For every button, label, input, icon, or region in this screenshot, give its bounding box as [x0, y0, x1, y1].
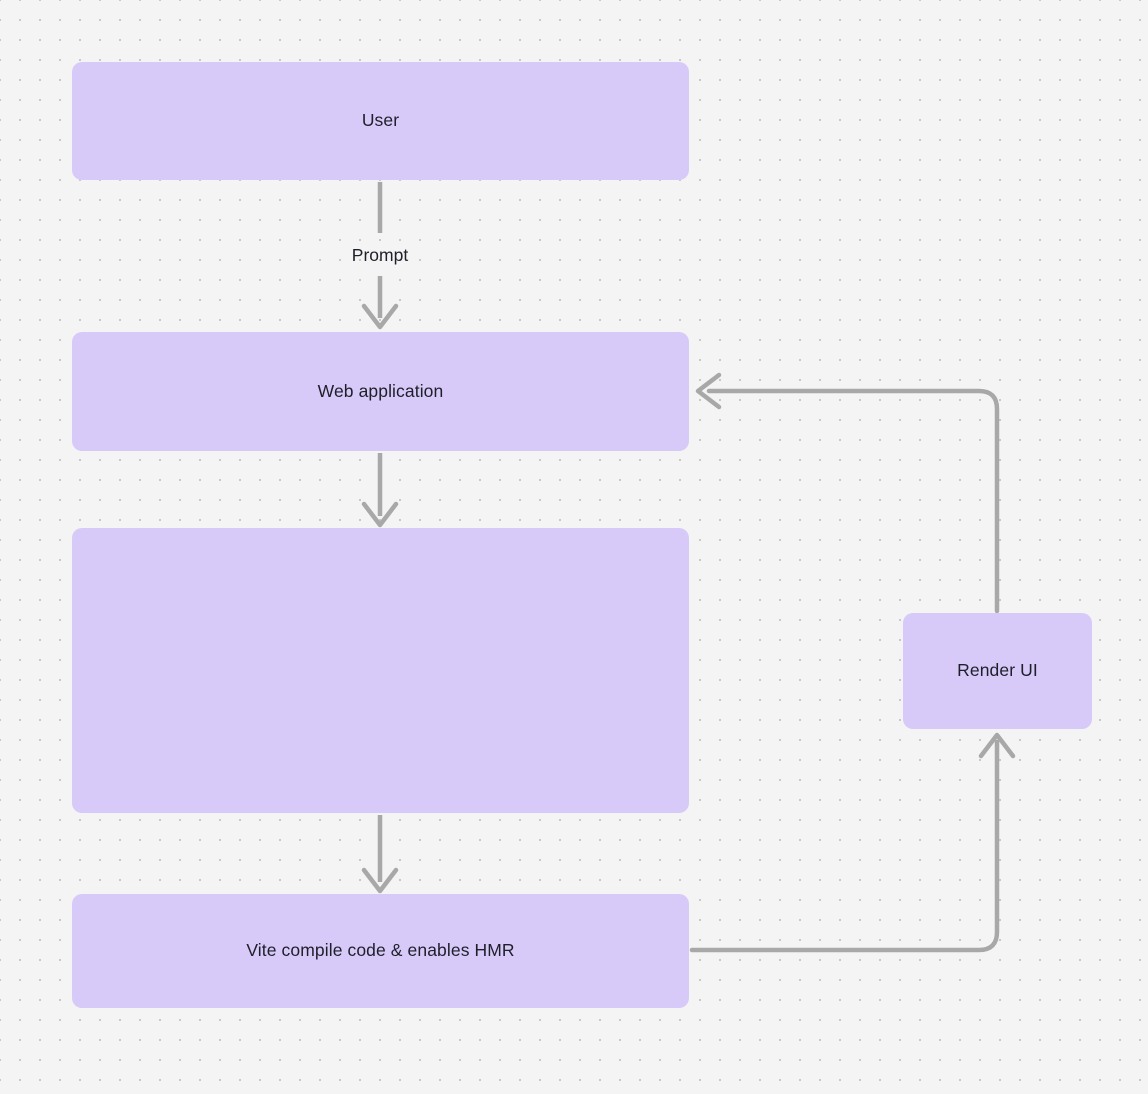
node-vite-label: Vite compile code & enables HMR — [246, 940, 515, 961]
edge-label-prompt: Prompt — [351, 245, 409, 265]
arrowhead-left-icon — [695, 372, 722, 410]
edge-webapp-to-components — [361, 453, 399, 528]
node-user[interactable]: User — [72, 62, 689, 180]
arrowhead-down-icon — [361, 501, 399, 528]
arrowhead-down-icon — [361, 867, 399, 894]
edge-components-to-vite — [361, 815, 399, 894]
node-render-ui-label: Render UI — [957, 660, 1038, 681]
arrowhead-up-icon — [978, 732, 1016, 759]
edge-render-to-webapp — [695, 372, 1000, 614]
node-web-application[interactable]: Web application — [72, 332, 689, 451]
node-web-application-label: Web application — [317, 380, 444, 401]
node-render-ui[interactable]: Render UI — [903, 613, 1092, 729]
node-user-label: User — [361, 110, 400, 131]
arrowhead-down-icon — [361, 303, 399, 330]
edge-vite-to-render — [689, 732, 1016, 953]
node-react-components-group[interactable]: HTML = structure CSS = Styles & Layouts … — [72, 528, 689, 813]
node-vite[interactable]: Vite compile code & enables HMR — [72, 894, 689, 1008]
